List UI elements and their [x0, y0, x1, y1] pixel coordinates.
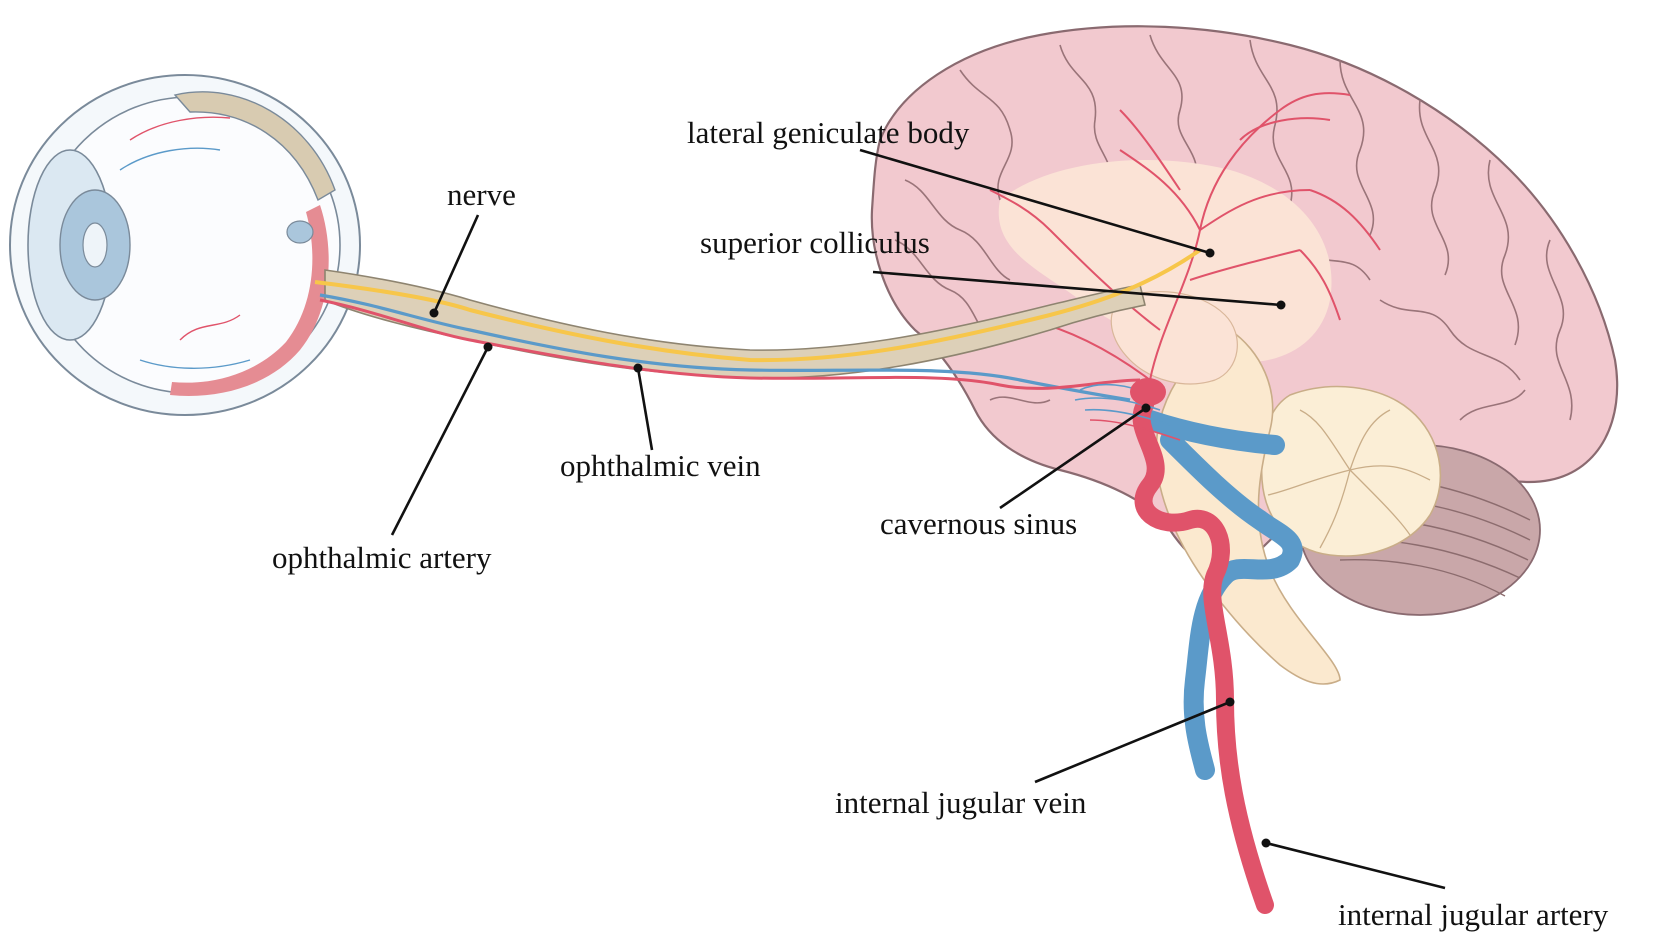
- leader-internal-jugular-vein: [1034, 700, 1231, 784]
- eyeball: [9, 74, 361, 416]
- leader-lateral-geniculate: [859, 148, 1211, 255]
- leader-nerve: [432, 214, 480, 314]
- leader-superior-colliculus-dot: [1276, 300, 1286, 310]
- leader-lateral-geniculate-dot: [1205, 248, 1215, 258]
- retinal-vessels: [119, 116, 251, 369]
- brain: [870, 25, 1619, 685]
- arbor-vitae: [1267, 409, 1431, 549]
- pupil: [82, 222, 108, 268]
- leader-nerve-dot: [429, 308, 439, 318]
- cavernous-sinus-knot: [1130, 378, 1166, 406]
- leader-cavernous-sinus-dot: [1141, 403, 1151, 413]
- leader-cavernous-sinus: [999, 406, 1147, 510]
- thalamus: [1110, 290, 1238, 385]
- label-cavernous-sinus: cavernous sinus: [880, 506, 1077, 541]
- leader-internal-jugular-artery: [1265, 841, 1446, 890]
- label-superior-colliculus: superior colliculus: [700, 225, 930, 260]
- label-lateral-geniculate-body: lateral geniculate body: [687, 115, 970, 150]
- sclera-cut-section: [173, 91, 336, 202]
- leader-ophthalmic-vein: [636, 367, 654, 451]
- ophthalmic-artery-vessel: [319, 298, 1141, 390]
- retina-layer: [170, 205, 329, 396]
- label-nerve: nerve: [447, 177, 516, 212]
- neck-vessels: [1074, 378, 1303, 914]
- ophthalmic-vein-vessel: [319, 293, 1131, 402]
- leader-internal-jugular-artery-dot: [1261, 838, 1271, 848]
- label-internal-jugular-vein: internal jugular vein: [835, 785, 1087, 820]
- leader-ophthalmic-artery: [390, 346, 490, 536]
- labels: nerve lateral geniculate body superior c…: [272, 115, 1609, 932]
- leader-ophthalmic-vein-dot: [633, 363, 643, 373]
- leader-superior-colliculus: [872, 270, 1282, 307]
- optic-nerve-fibers: [314, 248, 1202, 363]
- leader-internal-jugular-vein-dot: [1225, 697, 1235, 707]
- leader-lines: [390, 148, 1446, 890]
- leader-ophthalmic-artery-dot: [483, 342, 493, 352]
- label-internal-jugular-artery: internal jugular artery: [1338, 897, 1609, 932]
- optic-nerve-bundle: [314, 248, 1202, 402]
- label-ophthalmic-vein: ophthalmic vein: [560, 448, 761, 483]
- medial-region: [998, 160, 1332, 363]
- internal-jugular-vein-vessel: [1140, 410, 1303, 780]
- optic-disc: [286, 220, 314, 244]
- internal-jugular-artery-vessel: [1132, 396, 1274, 914]
- label-ophthalmic-artery: ophthalmic artery: [272, 540, 492, 575]
